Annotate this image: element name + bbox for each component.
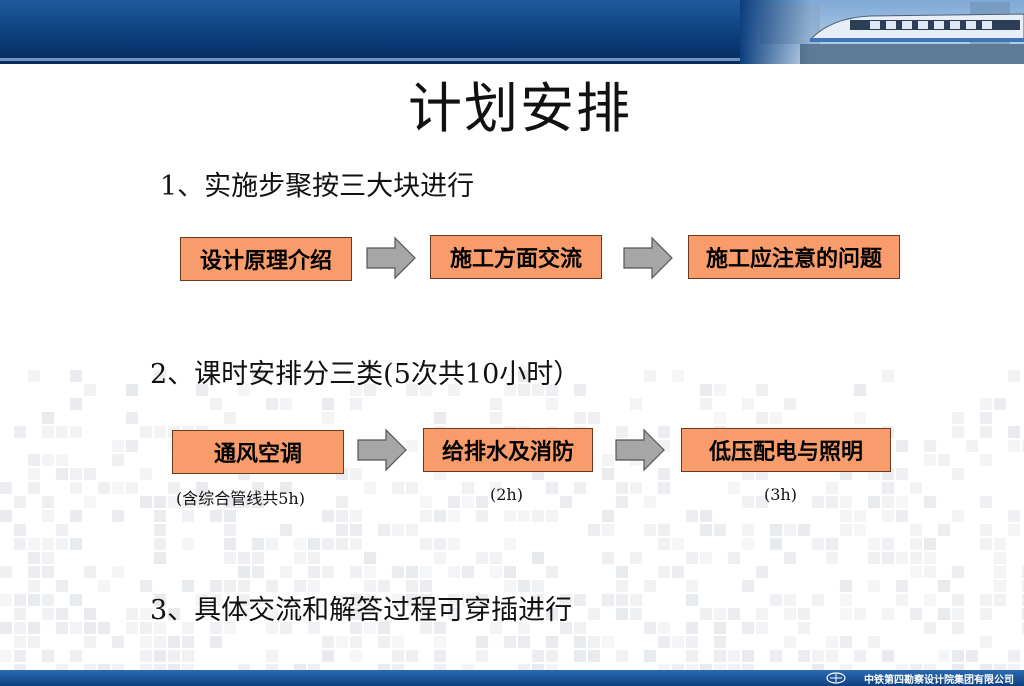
train-photo (740, 0, 1024, 64)
step-construction-exchange: 施工方面交流 (430, 235, 602, 279)
step-construction-issues: 施工应注意的问题 (688, 235, 900, 279)
right-arrow-icon (623, 236, 673, 280)
note-water-hours: (2h) (490, 485, 523, 504)
note-hvac-hours: (含综合管线共5h) (176, 489, 305, 508)
note-power-hours: (3h) (764, 485, 797, 504)
step-design-principles: 设计原理介绍 (180, 237, 352, 281)
section2-heading: 2、课时安排分三类(5次共10小时） (150, 359, 581, 390)
footer-band: 中铁第四勘察设计院集团有限公司 (0, 670, 1024, 686)
section3-heading: 3、具体交流和解答过程可穿插进行 (150, 595, 573, 626)
section1-heading: 1、实施步聚按三大块进行 (160, 171, 475, 202)
right-arrow-icon (357, 428, 407, 472)
company-logo-icon (826, 672, 846, 684)
slide-title: 计划安排 (408, 77, 632, 140)
banner-highlight (0, 58, 1024, 61)
company-name: 中铁第四勘察设计院集团有限公司 (864, 675, 1014, 686)
right-arrow-icon (615, 428, 665, 472)
step-power-lighting: 低压配电与照明 (681, 428, 891, 472)
right-arrow-icon (366, 236, 416, 280)
step-water-fire: 给排水及消防 (423, 428, 593, 472)
step-hvac: 通风空调 (172, 430, 344, 474)
